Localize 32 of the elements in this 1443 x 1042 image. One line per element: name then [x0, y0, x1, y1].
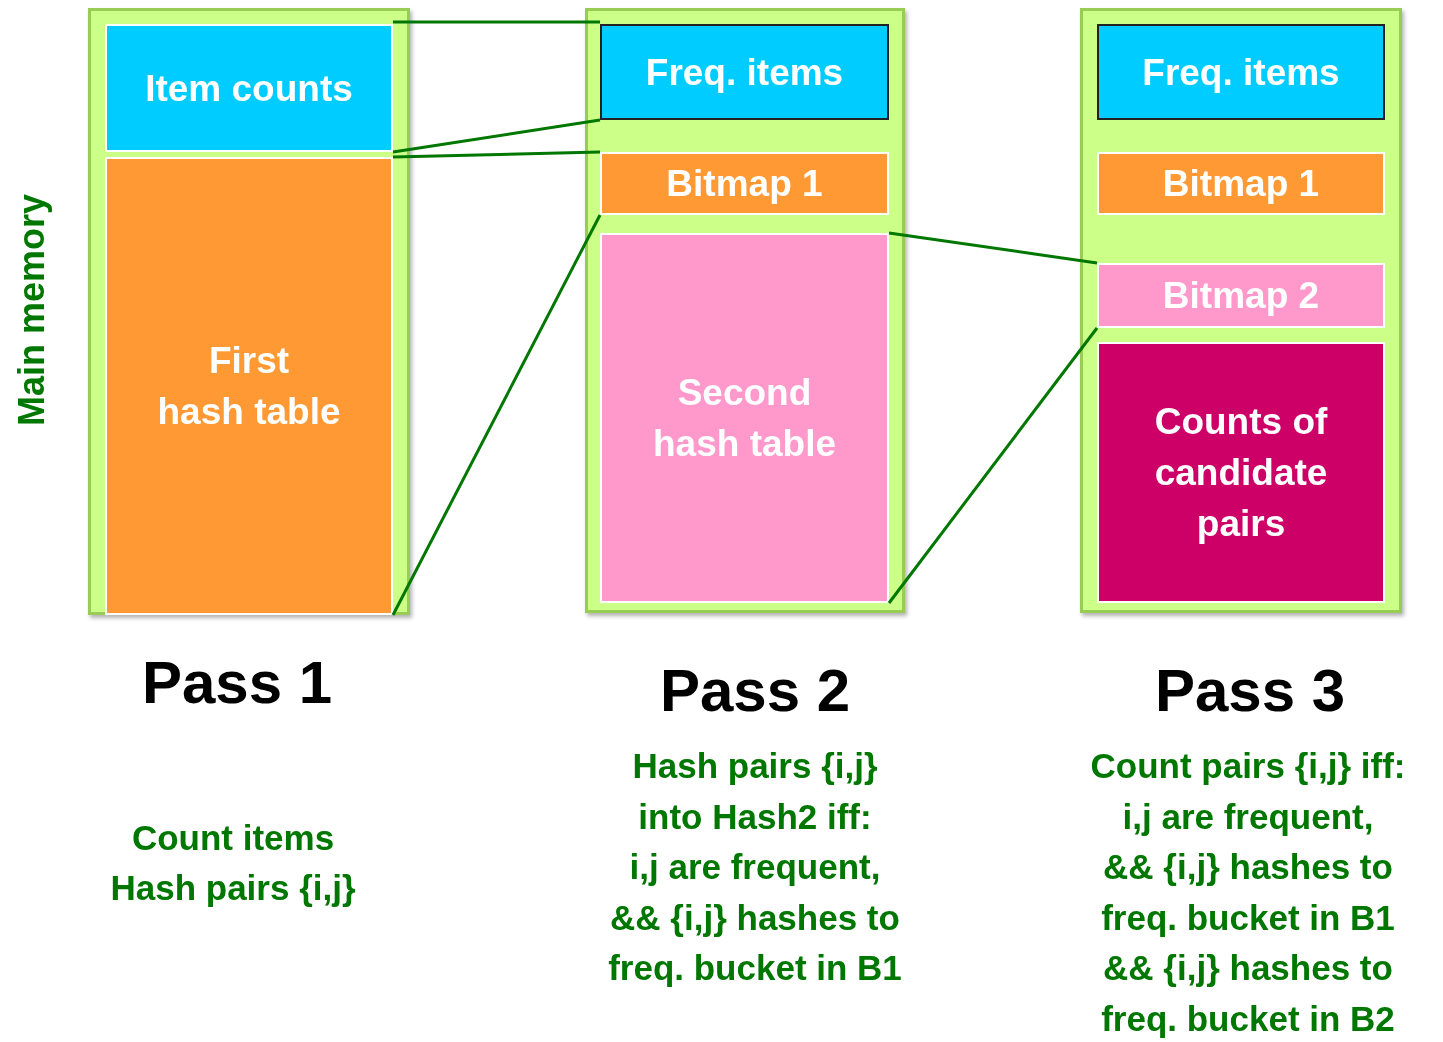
connector-line [393, 20, 600, 24]
block-label: First hash table [156, 339, 342, 434]
memory-panel [88, 8, 410, 615]
pass-heading: Pass 1 [140, 648, 334, 718]
block-label: Freq. items [1141, 50, 1341, 95]
connector-line [391, 214, 602, 616]
connector-line [392, 118, 601, 154]
block-label: Second hash table [652, 371, 837, 466]
block-label: Freq. items [644, 50, 845, 95]
axis-label: Main memory [12, 193, 52, 427]
connector-line [392, 150, 601, 159]
block-label: Bitmap 1 [1161, 162, 1321, 206]
memory-block [1097, 342, 1385, 603]
memory-panel [1080, 8, 1402, 613]
pass-heading: Pass 2 [658, 656, 852, 726]
block-label: Bitmap 2 [1161, 274, 1321, 318]
block-label: Counts of candidate pairs [1153, 400, 1329, 546]
memory-block [600, 24, 889, 120]
memory-block [105, 157, 393, 615]
block-label: Item counts [144, 66, 354, 111]
pass-description: Count items Hash pairs {i,j} [109, 817, 357, 909]
memory-block [600, 233, 889, 603]
memory-block [600, 152, 889, 215]
memory-block [1097, 24, 1385, 120]
pass-description: Count pairs {i,j} iff: i,j are frequent, && {i,j} hashes to freq. bucket in B1 && {i,j} hashes to freq. bucket in B2 [1089, 745, 1407, 1040]
memory-panel [585, 8, 905, 613]
memory-block [1097, 152, 1385, 215]
block-label: Bitmap 1 [665, 162, 824, 206]
memory-block [105, 24, 393, 152]
pass-description: Hash pairs {i,j} into Hash2 iff: i,j are frequent, && {i,j} hashes to freq. bucket in B1 [607, 745, 903, 989]
memory-block [1097, 263, 1385, 328]
pass-heading: Pass 3 [1153, 656, 1347, 726]
